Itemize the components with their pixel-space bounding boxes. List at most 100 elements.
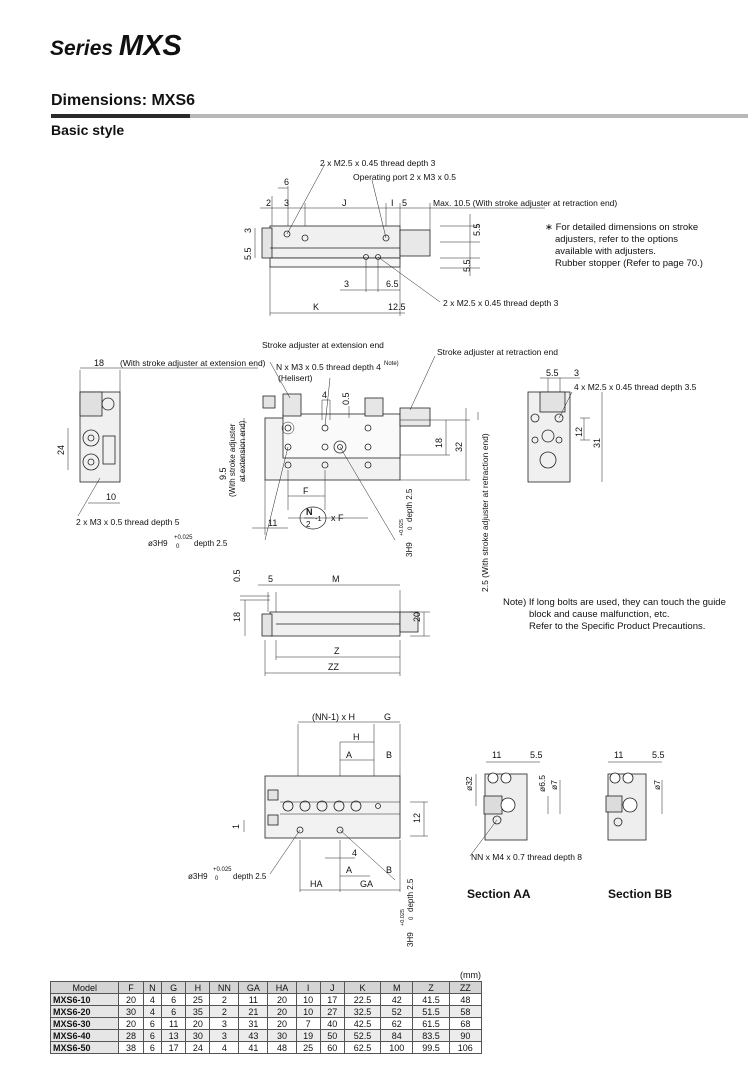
dim-18: 18	[232, 612, 242, 622]
section-bb-hole	[613, 817, 623, 827]
label-thread-bottom: 2 x M2.5 x 0.45 thread depth 3	[443, 298, 559, 308]
left-end-top-block	[79, 391, 103, 417]
plan-hole	[364, 424, 372, 432]
section-title: Dimensions: MXS6	[51, 92, 196, 109]
leader-thread-bottom	[377, 256, 441, 303]
table-cell: 51.5	[412, 1005, 450, 1018]
bottom-pin	[336, 826, 344, 834]
label-tol-plus: +0.025	[213, 867, 232, 873]
section-aa-bolt	[483, 795, 503, 815]
table-unit: (mm)	[460, 970, 481, 980]
label-vert-ext-1: (With stroke adjuster	[228, 423, 237, 497]
table-cell: 30	[185, 1029, 211, 1042]
dim-4: 4	[322, 390, 327, 400]
top-thread-hole-1	[283, 230, 291, 238]
side-view: 0.5 5 M 18 20 Z ZZ	[232, 569, 430, 676]
left-end-port-2	[82, 453, 100, 471]
dim-12-5: 12.5	[388, 302, 406, 312]
dim-24: 24	[56, 445, 66, 455]
column-header: GA	[238, 981, 269, 994]
label-right-thread: 4 x M2.5 x 0.45 thread depth 3.5	[574, 382, 697, 392]
top-view-adjuster	[399, 229, 431, 257]
column-header: HA	[267, 981, 297, 994]
dim-B2: B	[386, 865, 392, 875]
section-aa-slot	[500, 772, 512, 784]
dim-5-5: 5.5	[530, 750, 543, 760]
table-cell: 19	[295, 1029, 321, 1042]
column-header: K	[343, 981, 382, 994]
table-cell: 2	[209, 1005, 240, 1018]
section-subtitle: Basic style	[51, 122, 125, 138]
label-hole-vert: 3H9	[405, 542, 414, 557]
top-thread-hole-2	[301, 234, 309, 242]
label-tol-plus-vert: +0.025	[399, 519, 405, 536]
dim-K: K	[313, 302, 319, 312]
dia-6-5: ø6.5	[537, 775, 547, 792]
dim-F: F	[303, 486, 309, 496]
table-cell: 3	[209, 1029, 240, 1042]
bottom-thread-hole-1	[363, 254, 369, 260]
plan-hole	[284, 443, 292, 451]
column-header: G	[161, 981, 187, 994]
table-cell: 30	[118, 1005, 144, 1018]
operating-port-hole	[382, 234, 390, 242]
table-cell: 10	[295, 1005, 321, 1018]
table-cell: 84	[380, 1029, 414, 1042]
table-cell: 58	[448, 1005, 483, 1018]
section-aa-bore	[500, 797, 516, 813]
bottom-port	[267, 789, 279, 801]
table-cell: 62	[380, 1017, 414, 1030]
left-end-slot	[102, 435, 116, 465]
dim-HA: HA	[310, 879, 323, 889]
right-end-circle	[541, 429, 555, 443]
table-cell: 25	[295, 1041, 321, 1054]
dim-20: 20	[412, 612, 422, 622]
table-cell: 22.5	[343, 993, 382, 1006]
label-bore: ø3H9	[188, 872, 208, 881]
dim-11: 11	[614, 750, 623, 760]
plan-table	[282, 413, 401, 459]
section-bb-bore	[622, 797, 638, 813]
model-cell: MXS6-10	[49, 993, 120, 1006]
table-cell: 7	[295, 1017, 321, 1030]
dim-4: 4	[352, 848, 357, 858]
table-cell: 90	[448, 1029, 483, 1042]
table-cell: 41	[238, 1041, 269, 1054]
section-aa: 11 5.5 ø32 ø6.5 ø7 NN x M4 x 0.7 thread …	[464, 750, 582, 901]
leader-bore	[269, 829, 301, 875]
table-cell: 83.5	[412, 1029, 450, 1042]
table-cell: 4	[142, 993, 163, 1006]
dim-11: 11	[492, 750, 501, 760]
dim-31: 31	[592, 438, 602, 448]
note-line-2: adjusters, refer to the options	[555, 234, 679, 245]
title-rule	[51, 114, 748, 118]
dim-18b: 18	[434, 438, 444, 448]
plan-hole	[321, 443, 329, 451]
dim-10: 10	[106, 492, 116, 502]
dim-M: M	[332, 574, 340, 584]
table-cell: 31	[238, 1017, 269, 1030]
table-cell: 3	[209, 1017, 240, 1030]
section-aa-hole	[492, 815, 502, 825]
table-cell: 60	[319, 1041, 345, 1054]
dim-A2: A	[346, 865, 352, 875]
bottom-hole	[350, 800, 362, 812]
left-end-port-1-inner	[87, 434, 95, 442]
dim-B: B	[386, 750, 392, 760]
dia-7: ø7	[652, 780, 662, 790]
dim-J: J	[342, 198, 347, 208]
table-cell: 30	[267, 1029, 297, 1042]
dim-Z: Z	[334, 646, 340, 656]
table-cell: 17	[319, 993, 345, 1006]
column-header: ZZ	[448, 981, 483, 994]
table-cell: 27	[319, 1005, 345, 1018]
label-ret-vertical: 2.5 (With stroke adjuster at retraction …	[480, 433, 490, 592]
section-aa-slot	[487, 772, 499, 784]
left-end-port-2-inner	[87, 458, 95, 466]
column-header: Z	[412, 981, 450, 994]
dim-32: 32	[454, 442, 464, 452]
table-cell: 41.5	[412, 993, 450, 1006]
